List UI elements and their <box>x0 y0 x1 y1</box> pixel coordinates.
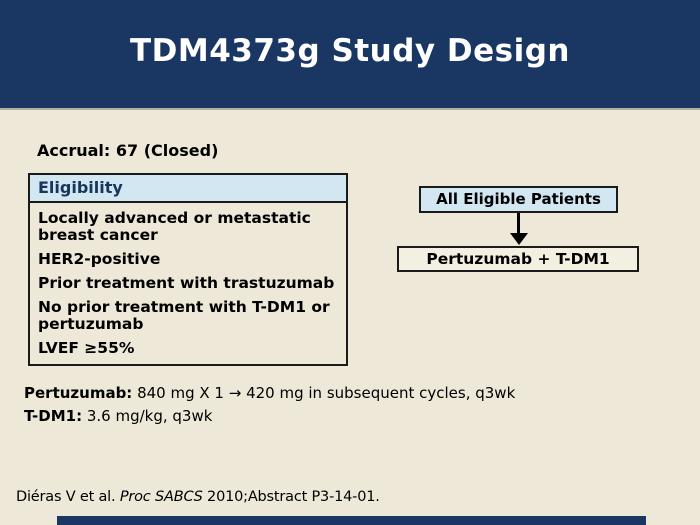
eligibility-item: HER2-positive <box>38 250 161 268</box>
pertuzumab-dose-line: Pertuzumab: 840 mg X 1 → 420 mg in subse… <box>24 383 515 403</box>
eligibility-item: No prior treatment with T-DM1 or pertuzu… <box>38 298 330 333</box>
citation-authors: Diéras V et al. <box>16 489 120 505</box>
arrow-down-icon <box>517 213 520 234</box>
dose-text: 3.6 mg/kg, q3wk <box>82 407 213 425</box>
eligibility-list: Locally advanced or metastatic breast ca… <box>30 203 346 364</box>
citation: Diéras V et al. Proc SABCS 2010;Abstract… <box>16 489 380 505</box>
eligibility-item: LVEF ≥55% <box>38 339 135 357</box>
eligibility-header: Eligibility <box>30 175 346 203</box>
accrual-text: Accrual: 67 (Closed) <box>37 141 219 160</box>
citation-ref: 2010;Abstract P3-14-01. <box>202 489 380 505</box>
dosing-info: Pertuzumab: 840 mg X 1 → 420 mg in subse… <box>24 383 515 429</box>
arrow-down-icon <box>510 233 528 245</box>
dose-label: T-DM1: <box>24 407 83 425</box>
citation-journal: Proc SABCS <box>119 489 203 505</box>
pertuzumab-tdm1-box: Pertuzumab + T-DM1 <box>397 246 639 272</box>
all-eligible-patients-box: All Eligible Patients <box>419 186 618 213</box>
eligibility-box: Eligibility Locally advanced or metastat… <box>28 173 348 366</box>
eligibility-item: Locally advanced or metastatic breast ca… <box>38 209 311 244</box>
eligibility-item: Prior treatment with trastuzumab <box>38 274 335 292</box>
dose-text: 840 mg X 1 → 420 mg in subsequent cycles… <box>132 384 516 402</box>
dose-label: Pertuzumab: <box>24 384 133 402</box>
footer-bar <box>57 516 646 525</box>
title-bar: TDM4373g Study Design <box>0 0 700 110</box>
tdm1-dose-line: T-DM1: 3.6 mg/kg, q3wk <box>24 406 515 426</box>
slide-title: TDM4373g Study Design <box>130 33 570 69</box>
